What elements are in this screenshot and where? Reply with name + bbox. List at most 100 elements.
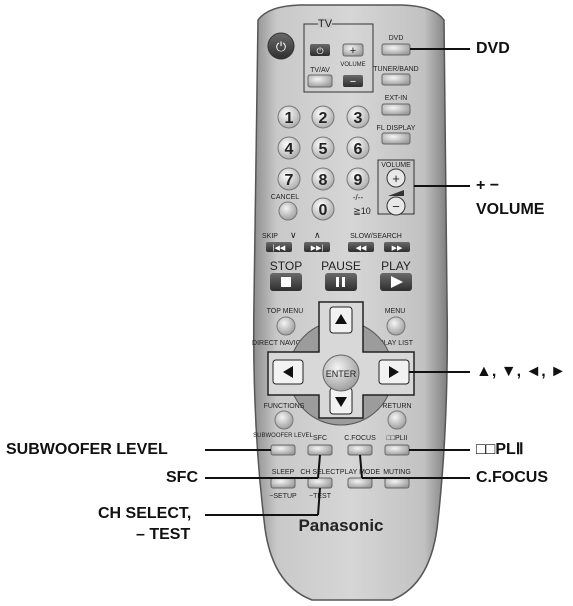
tv-power-icon: ⏻: [316, 46, 323, 56]
skip-label: SKIP: [262, 233, 278, 240]
subwoofer-level-button[interactable]: [270, 444, 296, 456]
setup-label: −SETUP: [269, 493, 297, 500]
power-icon: ⏻: [276, 39, 286, 54]
key-9[interactable]: [346, 167, 370, 191]
muting-label: MUTING: [383, 469, 411, 476]
play-mode-label: PLAY MODE: [340, 469, 381, 476]
power-button[interactable]: [267, 32, 295, 60]
key-7[interactable]: [277, 167, 301, 191]
key-6[interactable]: [346, 136, 370, 160]
svg-text:2: 2: [319, 110, 328, 127]
right-arrow-icon: [389, 366, 399, 378]
brand-logo: Panasonic: [298, 516, 383, 535]
return-button[interactable]: [387, 410, 407, 430]
tv-group-label: TV: [318, 18, 333, 30]
direct-navigator-label: DIRECT NAVIGATOR: [252, 340, 320, 347]
menu-button[interactable]: [386, 316, 406, 336]
subwoofer-label: SUBWOOFER LEVEL: [253, 433, 313, 439]
rewind-button[interactable]: [348, 242, 374, 252]
callout-lines: [205, 48, 470, 516]
sleep-button[interactable]: [270, 477, 296, 489]
skip-forward-button[interactable]: [304, 242, 330, 252]
skip-back-icon: |◀◀: [273, 245, 286, 252]
tv-volume-plus-label: +: [350, 45, 356, 57]
key-1[interactable]: [277, 105, 301, 129]
play-mode-button[interactable]: [347, 477, 373, 489]
dvd-small-label: DVD: [389, 35, 404, 42]
key-2[interactable]: [311, 105, 335, 129]
functions-label: FUNCTIONS: [264, 403, 305, 410]
stop-label: STOP: [270, 259, 302, 273]
tv-av-button[interactable]: [307, 74, 333, 88]
enter-button[interactable]: [322, 354, 360, 392]
key-3[interactable]: [346, 105, 370, 129]
tv-volume-label: VOLUME: [340, 62, 365, 68]
left-arrow-icon: [283, 366, 293, 378]
c-focus-label: C.FOCUS: [344, 435, 376, 442]
svg-text:5: 5: [319, 141, 328, 158]
play-label: PLAY: [381, 259, 411, 273]
fast-forward-button[interactable]: [384, 242, 410, 252]
ch-select-button[interactable]: [307, 477, 333, 489]
down-arrow-icon: [335, 397, 347, 407]
pause-button[interactable]: [325, 273, 357, 291]
c-focus-button[interactable]: [347, 444, 373, 456]
pause-icon: [336, 277, 339, 287]
fl-display-label: FL DISPLAY: [377, 125, 416, 132]
tv-volume-minus-button[interactable]: [343, 75, 363, 87]
tuner-band-label: TUNER/BAND: [373, 66, 419, 73]
pause-label: PAUSE: [321, 259, 361, 273]
svg-text:4: 4: [285, 141, 294, 158]
tv-volume-minus-label: −: [350, 76, 356, 88]
play-icon: [391, 276, 403, 288]
tuner-band-button[interactable]: [381, 73, 411, 86]
tv-av-label: TV/AV: [310, 67, 330, 74]
callout-dvd: DVD: [476, 40, 510, 57]
key-5[interactable]: [311, 136, 335, 160]
svg-text:1: 1: [285, 110, 294, 127]
sfc-label: SFC: [313, 435, 327, 442]
tv-power-button[interactable]: [310, 44, 330, 56]
menu-label: MENU: [385, 308, 406, 315]
volume-main-label: VOLUME: [381, 162, 411, 169]
ext-in-button[interactable]: [381, 103, 411, 116]
dvd-button[interactable]: [381, 43, 411, 56]
top-menu-button[interactable]: [276, 316, 296, 336]
rewind-icon: ◀◀: [356, 245, 367, 252]
functions-button[interactable]: [274, 410, 294, 430]
skip-forward-icon: ▶▶|: [311, 245, 324, 252]
skip-down-icon: ∨: [290, 230, 297, 240]
dpl2-button[interactable]: [384, 444, 410, 456]
cancel-button[interactable]: [278, 201, 298, 221]
callout-plus-minus: + −: [476, 177, 500, 194]
key-0[interactable]: [311, 197, 335, 221]
ch-select-label: CH SELECT: [300, 469, 340, 476]
callout-volume: VOLUME: [476, 201, 545, 218]
callout-test: – TEST: [136, 526, 191, 543]
skip-up-icon: ∧: [314, 230, 321, 240]
sfc-button[interactable]: [307, 444, 333, 456]
muting-button[interactable]: [384, 477, 410, 489]
volume-down-button[interactable]: [386, 196, 406, 216]
play-list-label: PLAY LIST: [379, 340, 414, 347]
key-4[interactable]: [277, 136, 301, 160]
ext-in-label: EXT-IN: [385, 95, 408, 102]
stop-icon: [281, 277, 291, 287]
svg-text:0: 0: [319, 202, 328, 219]
up-arrow-icon: [335, 314, 347, 324]
callout-subwoofer-level: SUBWOOFER LEVEL: [6, 441, 168, 458]
cancel-label: CANCEL: [271, 194, 300, 201]
callout-c-focus: C.FOCUS: [476, 469, 548, 486]
skip-back-button[interactable]: [266, 242, 292, 252]
number-keys: 1 2 3 4 5 6 7 8 9 0: [277, 105, 370, 221]
volume-up-button[interactable]: [386, 168, 406, 188]
fl-display-button[interactable]: [381, 132, 411, 145]
svg-text:6: 6: [354, 141, 363, 158]
dash-label: -/--: [353, 193, 364, 202]
tv-volume-plus-button[interactable]: [342, 43, 364, 57]
key-8[interactable]: [311, 167, 335, 191]
top-menu-label: TOP MENU: [267, 308, 304, 315]
slow-search-label: SLOW/SEARCH: [350, 233, 402, 240]
callout-sfc: SFC: [166, 469, 198, 486]
